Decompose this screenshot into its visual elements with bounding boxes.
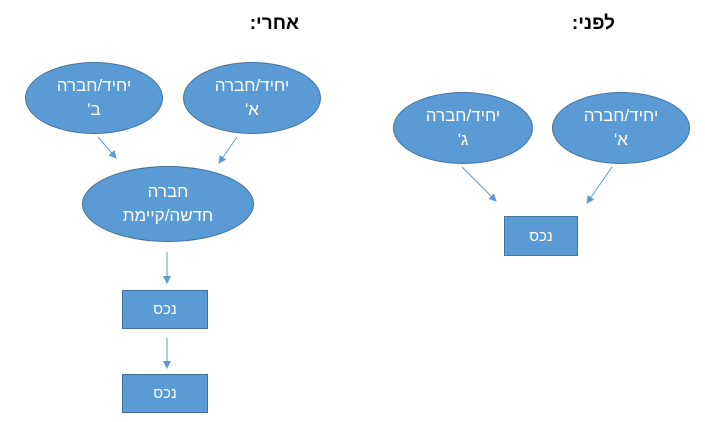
company-line2: חדשה/קיימת bbox=[122, 206, 214, 225]
before-heading: לפני: bbox=[571, 13, 615, 34]
after-asset-2-node: נכס bbox=[122, 374, 208, 413]
company-line1: חברה bbox=[147, 182, 189, 201]
entity-a-line2: א' bbox=[245, 100, 259, 119]
company-node: חברה חדשה/קיימת bbox=[82, 166, 254, 242]
entity-a-line1: יחיד/חברה bbox=[214, 76, 290, 95]
entity-b-line1: יחיד/חברה bbox=[56, 76, 132, 95]
before-entity-a-node: יחיד/חברה א' bbox=[552, 92, 690, 164]
after-asset-1-node: נכס bbox=[122, 290, 208, 329]
arrow-entity-a-to-company bbox=[218, 136, 238, 164]
before-entity-g-node: יחיד/חברה ג' bbox=[393, 92, 533, 164]
before-asset-node: נכס bbox=[504, 216, 578, 256]
arrow-entity-a2-to-asset bbox=[586, 166, 613, 204]
before-entity-a-line2: א' bbox=[614, 130, 628, 149]
before-entity-a-line1: יחיד/חברה bbox=[583, 106, 659, 125]
entity-g-line2: ג' bbox=[457, 130, 469, 149]
arrow-entity-g-to-asset bbox=[461, 166, 497, 202]
after-entity-a-node: יחיד/חברה א' bbox=[183, 62, 321, 134]
after-heading: אחרי: bbox=[249, 13, 299, 34]
after-entity-b-node: יחיד/חברה ב' bbox=[25, 62, 163, 134]
entity-g-line1: יחיד/חברה bbox=[425, 106, 501, 125]
entity-b-line2: ב' bbox=[87, 100, 101, 119]
arrow-entity-b-to-company bbox=[97, 136, 117, 159]
